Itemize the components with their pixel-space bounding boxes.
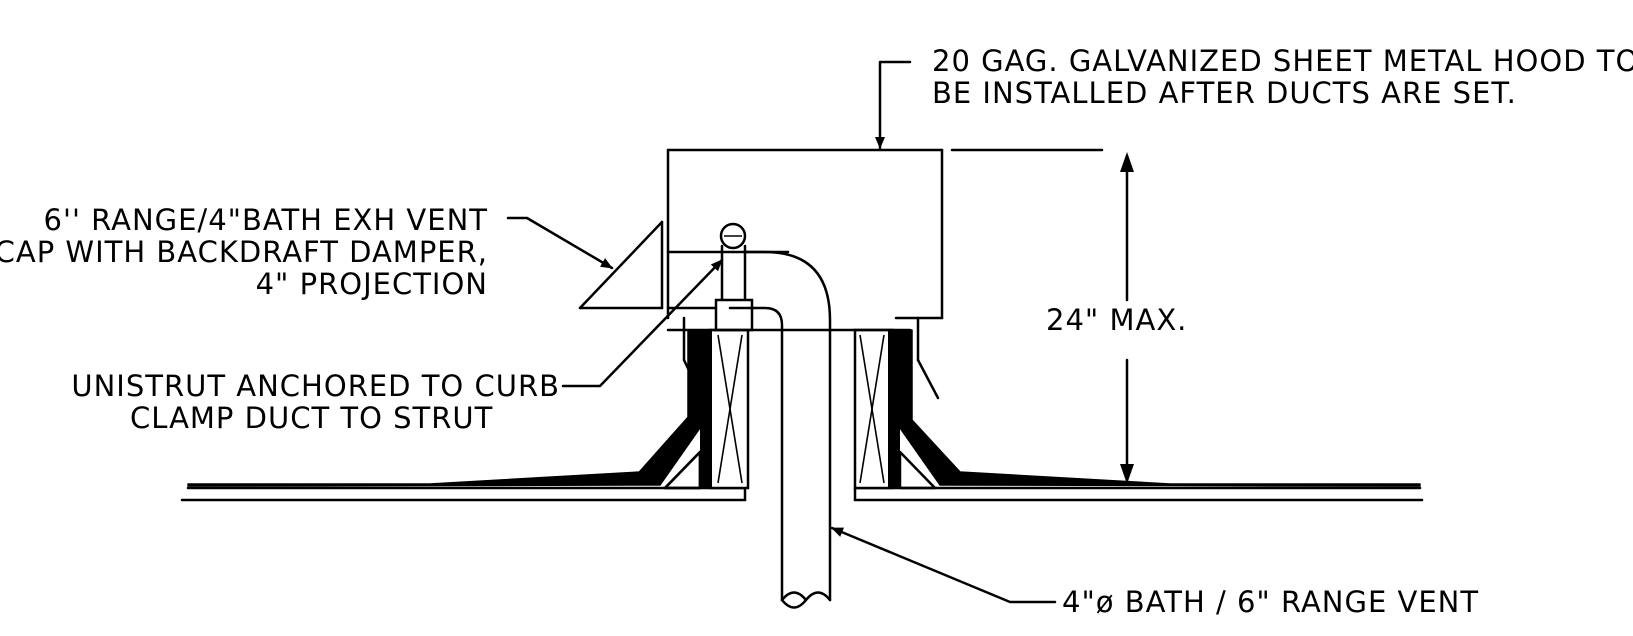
hood-note-line2: BE INSTALLED AFTER DUCTS ARE SET. [932, 76, 1517, 110]
vent-note: 4"ø BATH / 6" RANGE VENT [1062, 585, 1479, 619]
unistrut-note-line1: UNISTRUT ANCHORED TO CURB [71, 369, 560, 403]
leader-lines [506, 60, 1057, 604]
unistrut [714, 222, 754, 332]
cap-note-line3: 4" PROJECTION [256, 267, 488, 301]
hood-note-line1: 20 GAG. GALVANIZED SHEET METAL HOOD TO [932, 44, 1633, 78]
vent-cap [578, 220, 790, 310]
roofing-membrane-right [899, 329, 1421, 487]
curb-left [663, 328, 750, 490]
height-dimension [950, 148, 1134, 484]
roof-deck [180, 486, 1424, 502]
unistrut-note-line2: CLAMP DUCT TO STRUT [130, 401, 493, 435]
sheet-metal-hood [666, 148, 944, 400]
curb-right [853, 328, 937, 490]
cap-note-line2: CAP WITH BACKDRAFT DAMPER, [0, 235, 488, 269]
cap-note-line1: 6'' RANGE/4"BATH EXH VENT [44, 203, 488, 237]
height-dimension-label: 24" MAX. [1046, 303, 1187, 337]
vent-duct [666, 250, 912, 609]
